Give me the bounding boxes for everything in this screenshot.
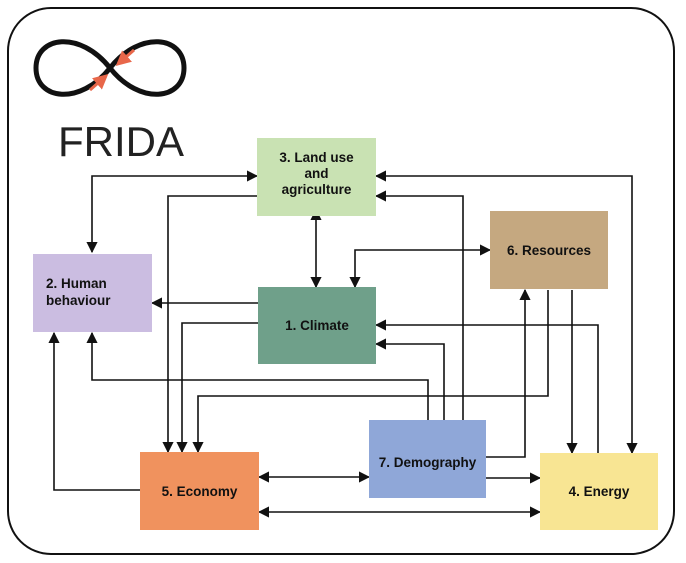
node-label: and: [304, 166, 328, 181]
arrow-climate-economy: [176, 322, 258, 454]
frida-logo: FRIDA: [33, 39, 187, 165]
node-economy: 5. Economy: [140, 452, 259, 530]
node-label: agriculture: [282, 182, 352, 197]
node-label: 2. Human: [46, 276, 107, 291]
arrow-landuse-energy: [374, 170, 638, 455]
node-label: 7. Demography: [379, 455, 477, 470]
node-human-behaviour: 2. Human behaviour: [33, 254, 152, 332]
logo-arrow-icon: [89, 74, 109, 92]
node-label: 5. Economy: [162, 484, 238, 499]
arrow-economy-human: [48, 331, 140, 491]
node-box: [540, 453, 658, 530]
node-box: [257, 138, 376, 216]
node-box: [369, 420, 486, 498]
arrow-resources-climate: [349, 244, 492, 289]
arrow-demography-landuse: [374, 190, 464, 420]
node-climate: 1. Climate: [258, 287, 376, 364]
arrow-energy-climate: [374, 319, 599, 453]
node-box: [33, 254, 152, 332]
node-label: behaviour: [46, 293, 111, 308]
arrow-demography-climate: [374, 338, 445, 420]
node-label: 4. Energy: [569, 484, 630, 499]
arrow-resources-economy: [192, 290, 549, 454]
logo-arrow-icon: [115, 48, 135, 66]
node-box: [490, 211, 608, 289]
node-box: [140, 452, 259, 530]
node-land-use: 3. Land use and agriculture: [257, 138, 376, 216]
arrow-demography-resources: [486, 288, 531, 458]
node-label: 6. Resources: [507, 243, 591, 258]
arrow-demography-human: [86, 331, 429, 420]
logo-text: FRIDA: [58, 118, 184, 165]
infinity-icon: [33, 39, 187, 97]
node-resources: 6. Resources: [490, 211, 608, 289]
node-label: 3. Land use: [279, 150, 354, 165]
node-energy: 4. Energy: [540, 453, 658, 530]
arrow-landuse-human: [86, 170, 259, 254]
node-label: 1. Climate: [285, 318, 349, 333]
connections: [48, 170, 638, 518]
node-demography: 7. Demography: [369, 420, 486, 498]
node-box: [258, 287, 376, 364]
outer-frame: [7, 7, 675, 555]
arrow-landuse-economy: [162, 195, 257, 454]
